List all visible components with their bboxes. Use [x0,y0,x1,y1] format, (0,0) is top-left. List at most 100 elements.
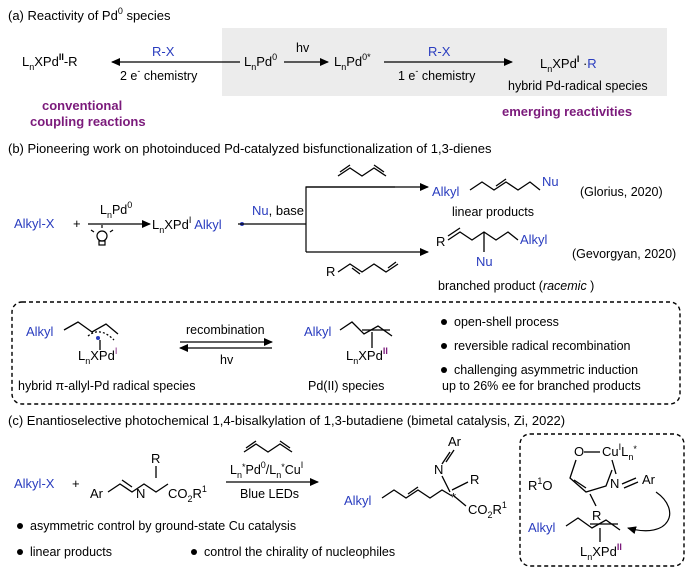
diene-lower-db2 [387,261,397,269]
panel-c-dashed-box [519,433,685,567]
bullet-b-text-3: challenging asymmetric induction [454,363,638,377]
gevorgyan-ref: (Gevorgyan, 2020) [572,247,676,261]
alkyl-x-c: Alkyl-X [14,476,55,491]
box-c-o: O [574,444,584,459]
left-conditions: 2 e- chemistry [120,66,198,83]
bullet-c-3 [191,549,197,555]
prod-ar-bond [445,449,455,463]
allyl-caption: hybrid π-allyl-Pd radical species [18,379,195,393]
butadiene-upper-db1 [339,164,351,173]
allyl-radical-dot [96,336,100,340]
hybrid-pd-radical: LnXPdI ·R [540,54,597,74]
blue-leds: Blue LEDs [240,487,299,501]
fork-line [305,186,395,224]
branched-r: R [436,234,445,249]
left-reagent: R-X [152,44,175,59]
lnpd0-excited: LnPd0* [334,52,371,72]
box-c-cu: CuILn* [602,442,637,462]
lightbulb-icon [90,225,114,246]
linear-nu: Nu [542,174,559,189]
linear-db [495,178,507,187]
imine-ester: CO2R1 [168,484,207,504]
prod-ester-bond [453,495,467,507]
bullet-b-text-4: up to 26% ee for branched products [442,379,641,393]
linear-alkyl: Alkyl [432,184,460,199]
box-c-n-ar-db [623,481,639,489]
pd2-chain [339,321,393,337]
bullet-c-text-1: asymmetric control by ground-state Cu ca… [30,519,296,533]
imine-ar: Ar [90,486,104,501]
lnxpd2-r-product: LnXPdII-R [22,52,78,72]
glorius-ref: (Glorius, 2020) [580,185,663,199]
bullet-c-2 [17,549,23,555]
lnpd0-catalyst: LnPd0 [100,200,132,220]
box-c-alkyl: Alkyl [528,520,556,535]
panel-a-title: (a) Reactivity of Pd0 species [8,6,171,23]
allyl-delocal [87,331,115,341]
prod-r: R [470,472,479,487]
branched-chain [447,231,519,241]
linear-chain [469,181,541,191]
right-reagent: R-X [428,44,451,59]
allyl-pd: LnXPdI [78,346,117,366]
panel-b-title: (b) Pioneering work on photoinduced Pd-c… [8,141,492,156]
conventional-label-1: conventional [42,98,122,113]
right-conditions: 1 e- chemistry [398,66,476,83]
allyl-alkyl: Alkyl [26,324,54,339]
imine-r: R [151,451,160,466]
emerging-label: emerging reactivities [502,104,632,119]
imine-db [121,479,133,488]
lnpd0-center: LnPd0 [244,52,277,72]
alkyl-x-b: Alkyl-X [14,216,55,231]
box-c-r: R [592,508,601,523]
bullet-c-text-3: control the chirality of nucleophiles [204,545,395,559]
pd2-complex: LnXPdII [346,346,388,366]
intermediate-b: LnXPdI Alkyl [152,215,222,235]
pd2-alkyl: Alkyl [304,324,332,339]
diene-r: R [326,264,335,279]
panel-b-dashed-box [11,301,681,405]
box-c-r-bond [589,493,597,507]
box-c-pd: LnXPdII [580,542,622,562]
butadiene-c [243,443,293,453]
plus-b: + [73,216,81,231]
prod-n: N [434,462,443,477]
branched-alkyl: Alkyl [520,232,548,247]
box-c-chain [565,517,621,531]
butadiene-c-db1 [245,440,257,449]
box-c-r1o: R1O [528,476,553,493]
recomb-hv: hv [220,353,234,367]
prod-ar: Ar [448,434,462,449]
bullet-c-text-2: linear products [30,545,112,559]
butadiene-upper-db2 [373,164,385,173]
hv-label: hv [296,41,310,55]
branched-label: branched product (racemic ) [438,279,594,293]
linear-products-label: linear products [452,205,534,219]
box-c-ar: Ar [642,472,656,487]
box-c-ring [569,459,613,493]
prod-stereo-star: * [451,490,456,505]
prod-r-bond [451,481,469,491]
box-c-curved-arrow [627,491,671,535]
box-c-ring-db [573,479,587,489]
prod-n-c-bond [441,475,451,493]
box-c-n-ar-bond [621,477,637,485]
bullet-b-1 [441,319,447,325]
prod-ester: CO2R1 [468,500,507,520]
diene-lower-db1 [351,267,361,275]
bullet-b-text-2: reversible radical recombination [454,339,631,353]
hybrid-caption: hybrid Pd-radical species [508,79,648,93]
box-c-n: N [610,476,619,491]
imine-chain [107,483,169,493]
catalyst-system: Ln*Pd0/Ln*CuI [230,460,303,480]
nu-base: Nu, base [252,203,304,218]
prod-chain [381,489,453,499]
pd2-caption: Pd(II) species [308,379,384,393]
butadiene-upper [337,167,387,177]
bullet-c-1 [17,523,23,529]
imine-n: N [136,486,145,501]
bullet-b-3 [441,367,447,373]
conventional-label-2: coupling reactions [30,114,146,129]
branched-db [447,227,461,237]
